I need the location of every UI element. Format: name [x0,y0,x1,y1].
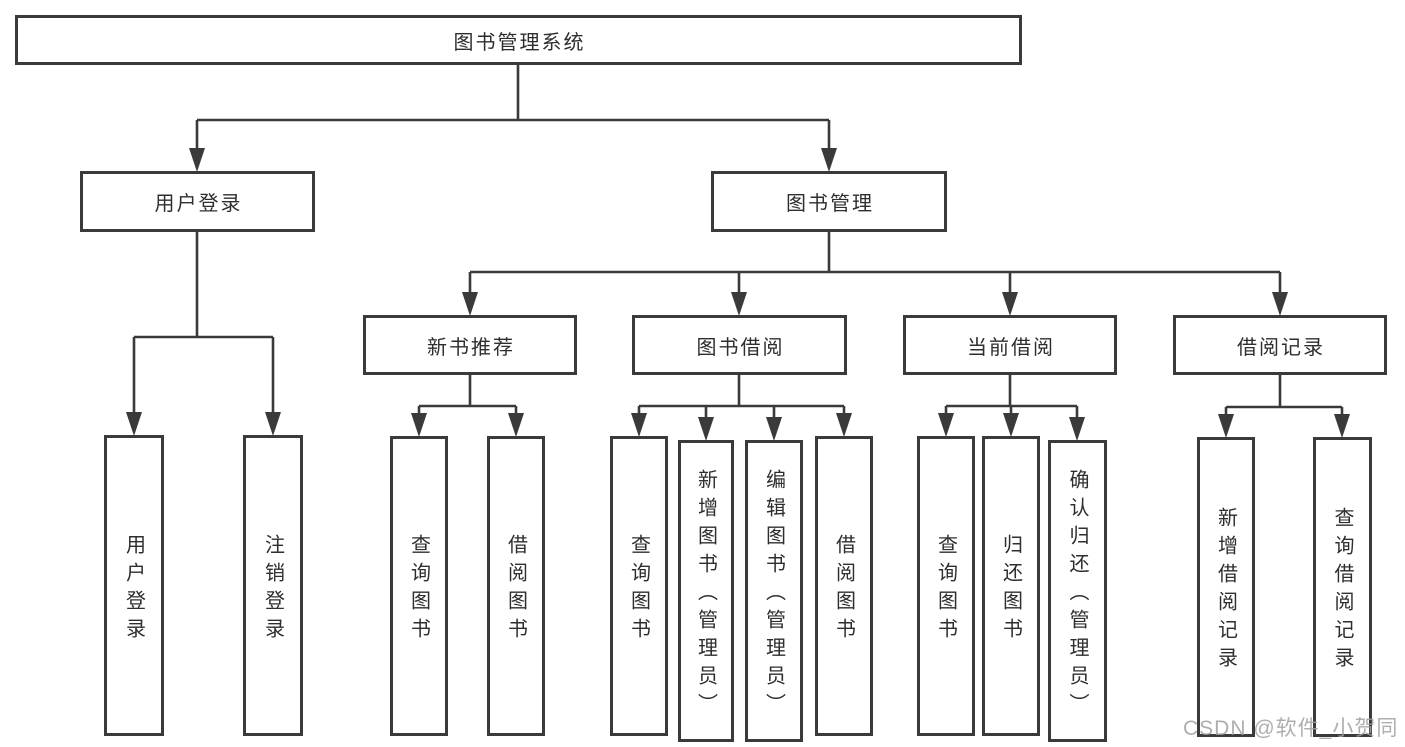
node-borrowing-records: 借阅记录 [1173,315,1387,375]
node-leaf-rec-borrow-books: 借阅图书 [487,436,545,736]
node-current-borrowing: 当前借阅 [903,315,1117,375]
node-leaf-current-confirm-return-admin: 确认归还（管理员） [1048,440,1107,742]
node-book-borrowing: 图书借阅 [632,315,847,375]
node-book-management: 图书管理 [711,171,947,232]
node-leaf-current-query-books: 查询图书 [917,436,975,736]
node-leaf-borrow-borrow-books: 借阅图书 [815,436,873,736]
node-library-management-system: 图书管理系统 [15,15,1022,65]
tree-connector-path [132,64,1344,419]
node-new-book-recommendation: 新书推荐 [363,315,577,375]
node-leaf-borrow-add-books-admin: 新增图书（管理员） [678,440,734,742]
node-leaf-borrow-query-books: 查询图书 [610,436,668,736]
arrowheads [126,148,1350,441]
node-leaf-user-login: 用户登录 [104,435,164,736]
node-leaf-current-return-books: 归还图书 [982,436,1040,736]
node-leaf-records-query-record: 查询借阅记录 [1313,437,1372,737]
node-leaf-records-add-record: 新增借阅记录 [1197,437,1255,737]
node-leaf-borrow-edit-books-admin: 编辑图书（管理员） [745,440,803,742]
node-leaf-rec-query-books: 查询图书 [390,436,448,736]
node-leaf-logout: 注销登录 [243,435,303,736]
csdn-watermark: CSDN @软件_小贺同学 [1183,717,1399,740]
node-user-login: 用户登录 [80,171,315,232]
